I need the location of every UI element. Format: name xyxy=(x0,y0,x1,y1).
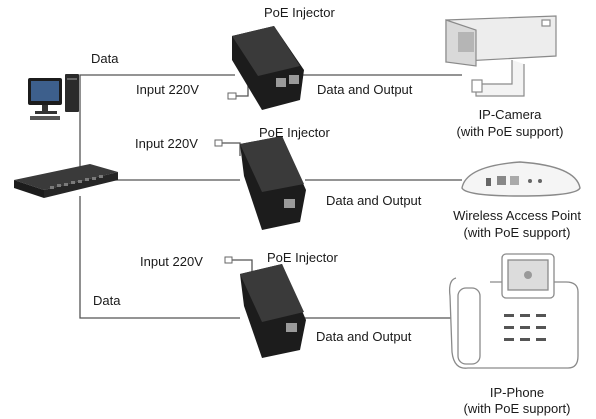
poe-injector-3-icon xyxy=(240,264,306,358)
ip-camera-label: IP-Camera xyxy=(478,107,542,122)
ip-phone-note: (with PoE support) xyxy=(463,401,571,416)
output-label-2: Data and Output xyxy=(326,193,422,208)
ip-camera-icon xyxy=(445,15,557,97)
input-220v-label-1: Input 220V xyxy=(136,82,199,97)
cable-power-1 xyxy=(236,84,249,97)
ip-camera-note: (with PoE support) xyxy=(456,124,564,139)
output-label-1: Data and Output xyxy=(317,82,413,97)
wireless-access-point-note: (with PoE support) xyxy=(463,225,571,240)
power-plug-1 xyxy=(227,92,237,100)
input-220v-label-2: Input 220V xyxy=(135,136,198,151)
injector-3-label: PoE Injector xyxy=(267,250,338,265)
cable-data-top xyxy=(79,74,235,172)
poe-injector-1-icon xyxy=(232,26,304,110)
input-220v-label-3: Input 220V xyxy=(140,254,203,269)
output-label-3: Data and Output xyxy=(316,329,412,344)
data-top-label: Data xyxy=(91,51,119,66)
data-bottom-label: Data xyxy=(93,293,121,308)
cable-power-2 xyxy=(222,142,241,156)
ip-phone-label: IP-Phone xyxy=(489,385,545,400)
cable-power-3 xyxy=(232,259,253,272)
wireless-access-point-icon xyxy=(461,161,581,197)
power-plug-2 xyxy=(214,139,223,147)
cables xyxy=(79,74,462,319)
injector-2-label: PoE Injector xyxy=(259,125,330,140)
poe-injector-2-icon xyxy=(240,136,306,230)
power-plug-3 xyxy=(224,256,233,264)
wireless-access-point-label: Wireless Access Point xyxy=(453,208,581,223)
computer-icon xyxy=(28,74,79,120)
ip-phone-icon xyxy=(448,253,579,369)
network-switch-icon xyxy=(14,164,118,198)
injector-1-label: PoE Injector xyxy=(264,5,335,20)
cable-data-bottom xyxy=(79,196,240,319)
